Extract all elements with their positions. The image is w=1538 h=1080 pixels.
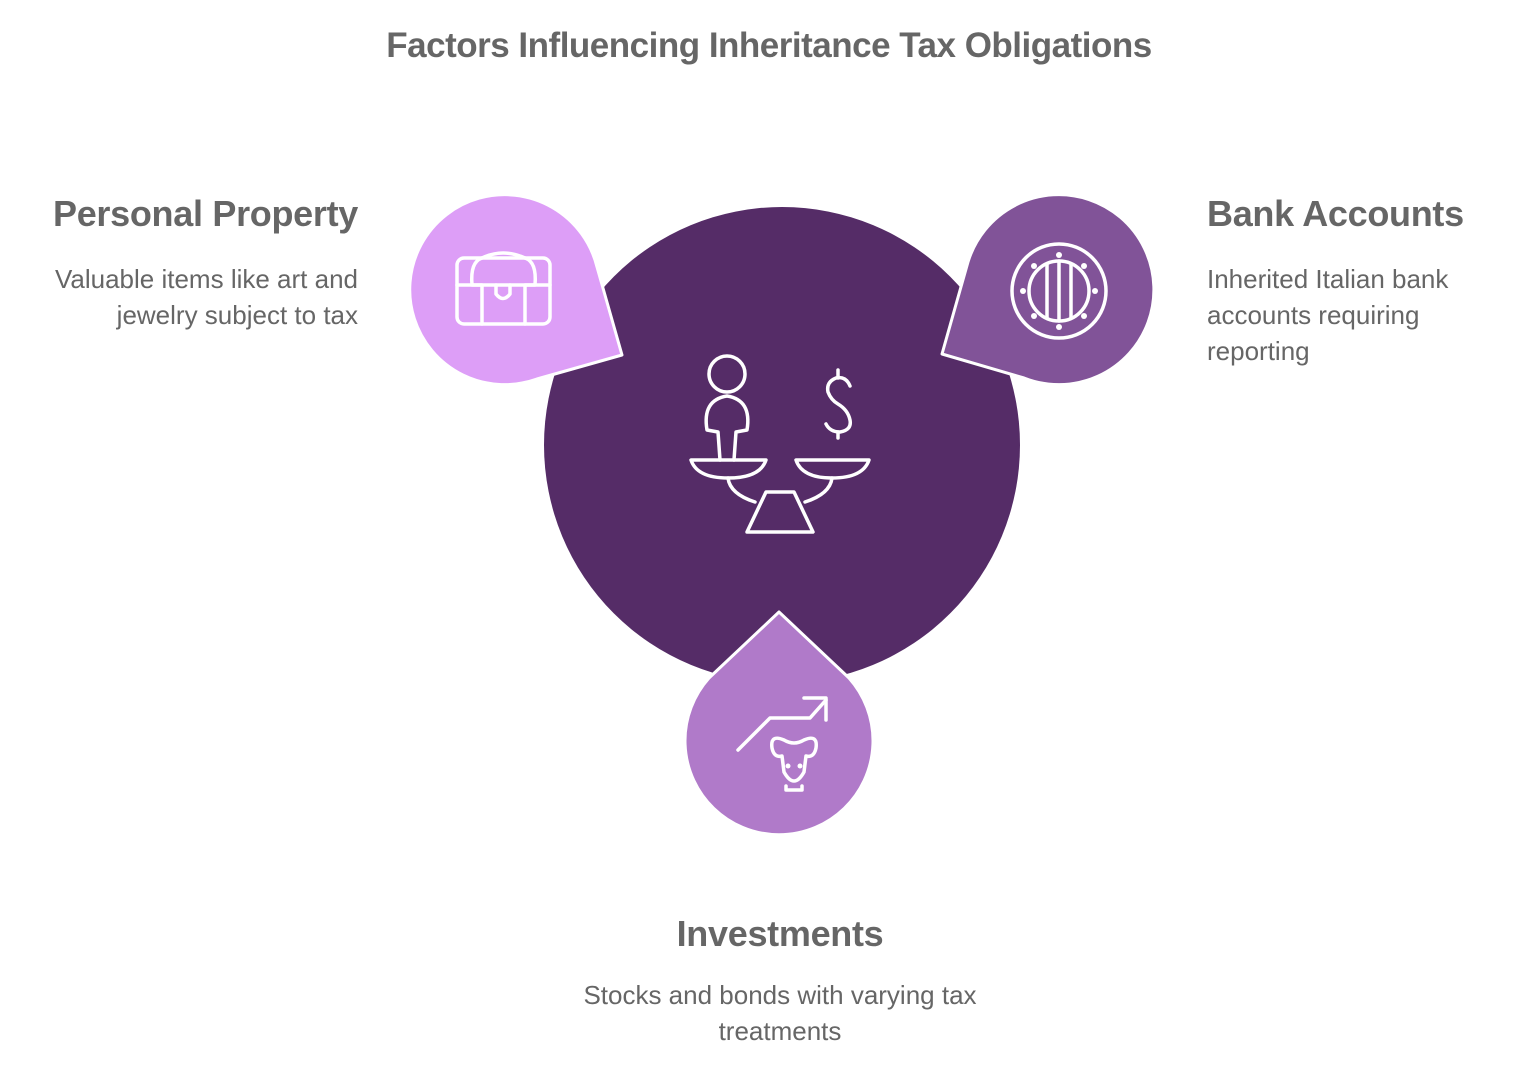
investments-description: Stocks and bonds with varying tax treatm… <box>583 980 977 1046</box>
bank-accounts-node <box>940 193 1156 387</box>
balance-scale-person-dollar-icon <box>689 354 871 534</box>
diagram-title: Factors Influencing Inheritance Tax Obli… <box>386 26 1152 65</box>
treasure-chest-icon <box>455 251 552 326</box>
bank-accounts-description: Inherited Italian bank accounts requirin… <box>1207 264 1449 366</box>
investments-node <box>683 610 875 837</box>
center-hub <box>544 207 1020 683</box>
personal-property-drop <box>408 193 624 387</box>
bank-accounts-title: Bank Accounts <box>1207 193 1464 234</box>
investments-block: Investments Stocks and bonds with varyin… <box>560 913 1000 1049</box>
bank-accounts-block: Bank Accounts Inherited Italian bank acc… <box>1207 193 1507 369</box>
investments-title: Investments <box>676 913 884 954</box>
personal-property-node <box>408 193 624 387</box>
personal-property-description: Valuable items like art and jewelry subj… <box>54 264 358 330</box>
bull-eyes <box>785 763 803 769</box>
personal-property-title: Personal Property <box>52 193 358 234</box>
personal-property-block: Personal Property Valuable items like ar… <box>0 193 358 333</box>
vault-door-icon <box>1010 242 1108 340</box>
investments-drop <box>683 610 875 837</box>
vault-bolts <box>1020 252 1098 330</box>
bull-market-trend-icon <box>736 696 828 792</box>
